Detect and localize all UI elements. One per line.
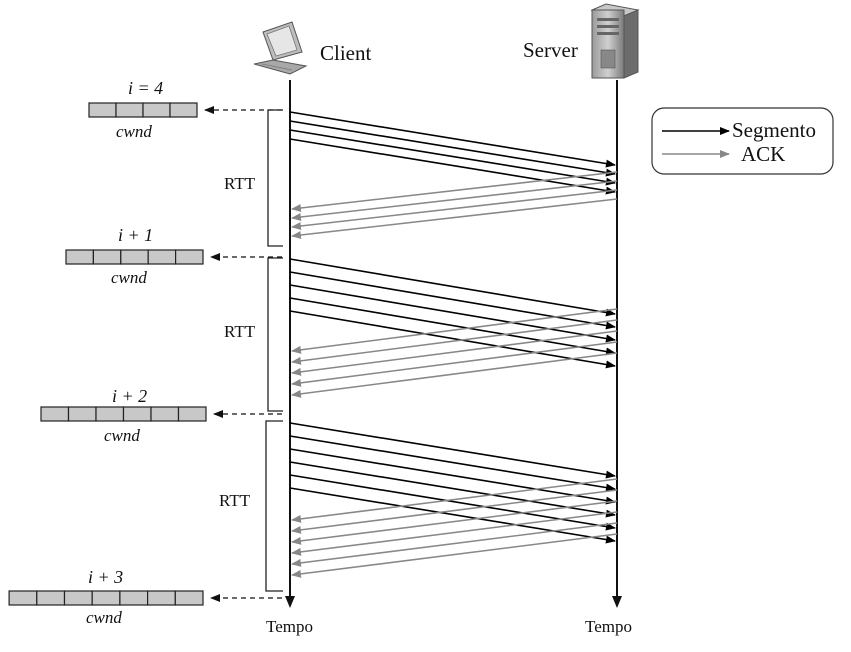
- ack-arrow: [291, 500, 618, 545]
- segment-arrow: [289, 435, 616, 492]
- cwnd-segment-cell: [88, 102, 117, 118]
- legend-ack-label: ACK: [741, 142, 786, 166]
- legend-segment-label: Segmento: [732, 118, 816, 142]
- cwnd-segment-cell: [63, 590, 93, 606]
- rtt-bracket-3: [265, 420, 283, 592]
- ack-arrow: [291, 198, 618, 239]
- rtt-label-3: RTT: [219, 491, 251, 510]
- segment-arrow: [289, 310, 616, 369]
- ack-arrow: [291, 330, 618, 376]
- server-time-label: Tempo: [585, 617, 632, 636]
- ack-arrow: [291, 489, 618, 534]
- client-time-label: Tempo: [266, 617, 313, 636]
- cwnd-segment-cell: [95, 406, 125, 422]
- cwnd-segment-cell: [8, 590, 38, 606]
- round-label-2: i + 1: [118, 225, 154, 245]
- cwnd-segment-cell: [40, 406, 70, 422]
- rtt-label-2: RTT: [224, 322, 256, 341]
- segment-arrow: [289, 271, 616, 330]
- round-label-3: i + 2: [112, 386, 148, 406]
- ack-arrow: [291, 189, 618, 230]
- ack-arrow: [291, 478, 618, 523]
- segment-arrow: [289, 111, 616, 168]
- cwnd-segment-cell: [147, 249, 177, 265]
- transmission-rounds: [8, 102, 618, 606]
- server-tower-icon: [590, 3, 640, 79]
- cwnd-segment-cell: [119, 590, 149, 606]
- segment-arrow: [289, 461, 616, 518]
- legend-box: [651, 107, 834, 175]
- segment-arrow: [289, 422, 616, 479]
- cwnd-segment-cell: [91, 590, 121, 606]
- round-label-1: i = 4: [128, 78, 164, 98]
- ack-arrow: [291, 533, 618, 578]
- segment-arrow: [289, 138, 616, 195]
- rtt-label-1: RTT: [224, 174, 256, 193]
- cwnd-segment-cell: [122, 406, 152, 422]
- segment-arrow: [289, 448, 616, 505]
- cwnd-segment-cell: [120, 249, 149, 265]
- cwnd-segment-cell: [175, 249, 204, 265]
- segment-arrow: [289, 474, 616, 531]
- ack-arrow: [291, 171, 618, 212]
- segment-arrow: [289, 120, 616, 177]
- cwnd-segment-cell: [142, 102, 171, 118]
- segment-arrow: [289, 297, 616, 356]
- ack-arrow: [291, 319, 618, 365]
- laptop-icon: [253, 21, 308, 75]
- ack-arrow: [291, 308, 618, 354]
- segment-arrow: [289, 284, 616, 343]
- cwnd-segment-cell: [67, 406, 97, 422]
- rtt-bracket-1: [267, 109, 283, 247]
- ack-arrow: [291, 352, 618, 398]
- rtt-bracket-2: [267, 257, 283, 412]
- legend: [651, 107, 834, 175]
- ack-arrow: [291, 341, 618, 387]
- cwnd-label-1: cwnd: [116, 122, 152, 141]
- round-label-4: i + 3: [88, 567, 124, 587]
- cwnd-segment-cell: [177, 406, 207, 422]
- cwnd-label-3: cwnd: [104, 426, 140, 445]
- server-label: Server: [523, 38, 578, 62]
- ack-arrow: [291, 180, 618, 221]
- ack-arrow: [291, 511, 618, 556]
- cwnd-label-4: cwnd: [86, 608, 122, 627]
- ack-arrow: [291, 522, 618, 567]
- cwnd-segment-cell: [174, 590, 204, 606]
- client-label: Client: [320, 41, 372, 65]
- segment-arrow: [289, 129, 616, 186]
- cwnd-segment-cell: [150, 406, 180, 422]
- cwnd-segment-cell: [65, 249, 94, 265]
- cwnd-segment-cell: [115, 102, 144, 118]
- segment-arrow: [289, 258, 616, 317]
- cwnd-label-2: cwnd: [111, 268, 147, 287]
- segment-arrow: [289, 487, 616, 544]
- cwnd-segment-cell: [169, 102, 198, 118]
- cwnd-segment-cell: [147, 590, 176, 606]
- cwnd-segment-cell: [36, 590, 66, 606]
- cwnd-segment-cell: [92, 249, 122, 265]
